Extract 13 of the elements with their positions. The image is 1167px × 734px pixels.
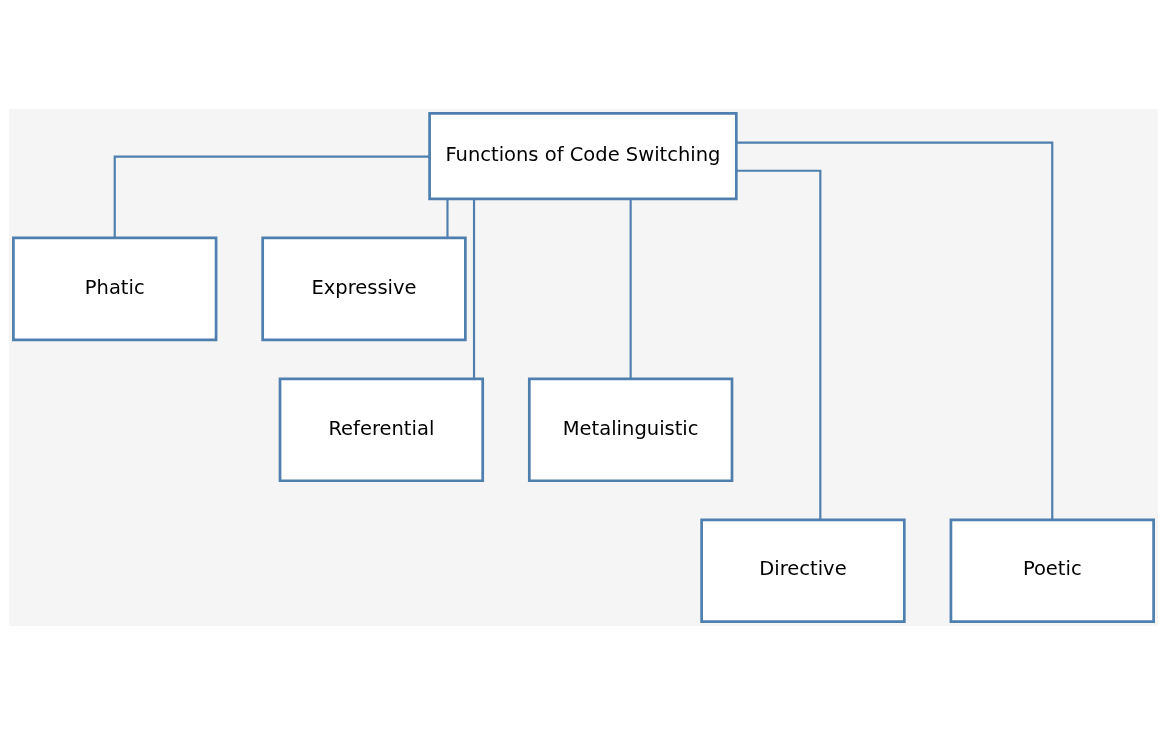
node-box: Functions of Code Switching [428,111,738,200]
node-box: Referential [278,377,485,482]
node-box: Phatic [12,236,218,341]
connector [446,198,449,238]
connector [113,155,430,238]
node-box: Expressive [261,236,467,341]
connector [736,169,822,520]
node-box: Directive [700,517,906,623]
connector [736,141,1054,519]
connector [472,198,476,379]
node-box: Metalinguistic [527,377,734,482]
connector [629,198,632,379]
node-box: Poetic [949,517,1155,623]
